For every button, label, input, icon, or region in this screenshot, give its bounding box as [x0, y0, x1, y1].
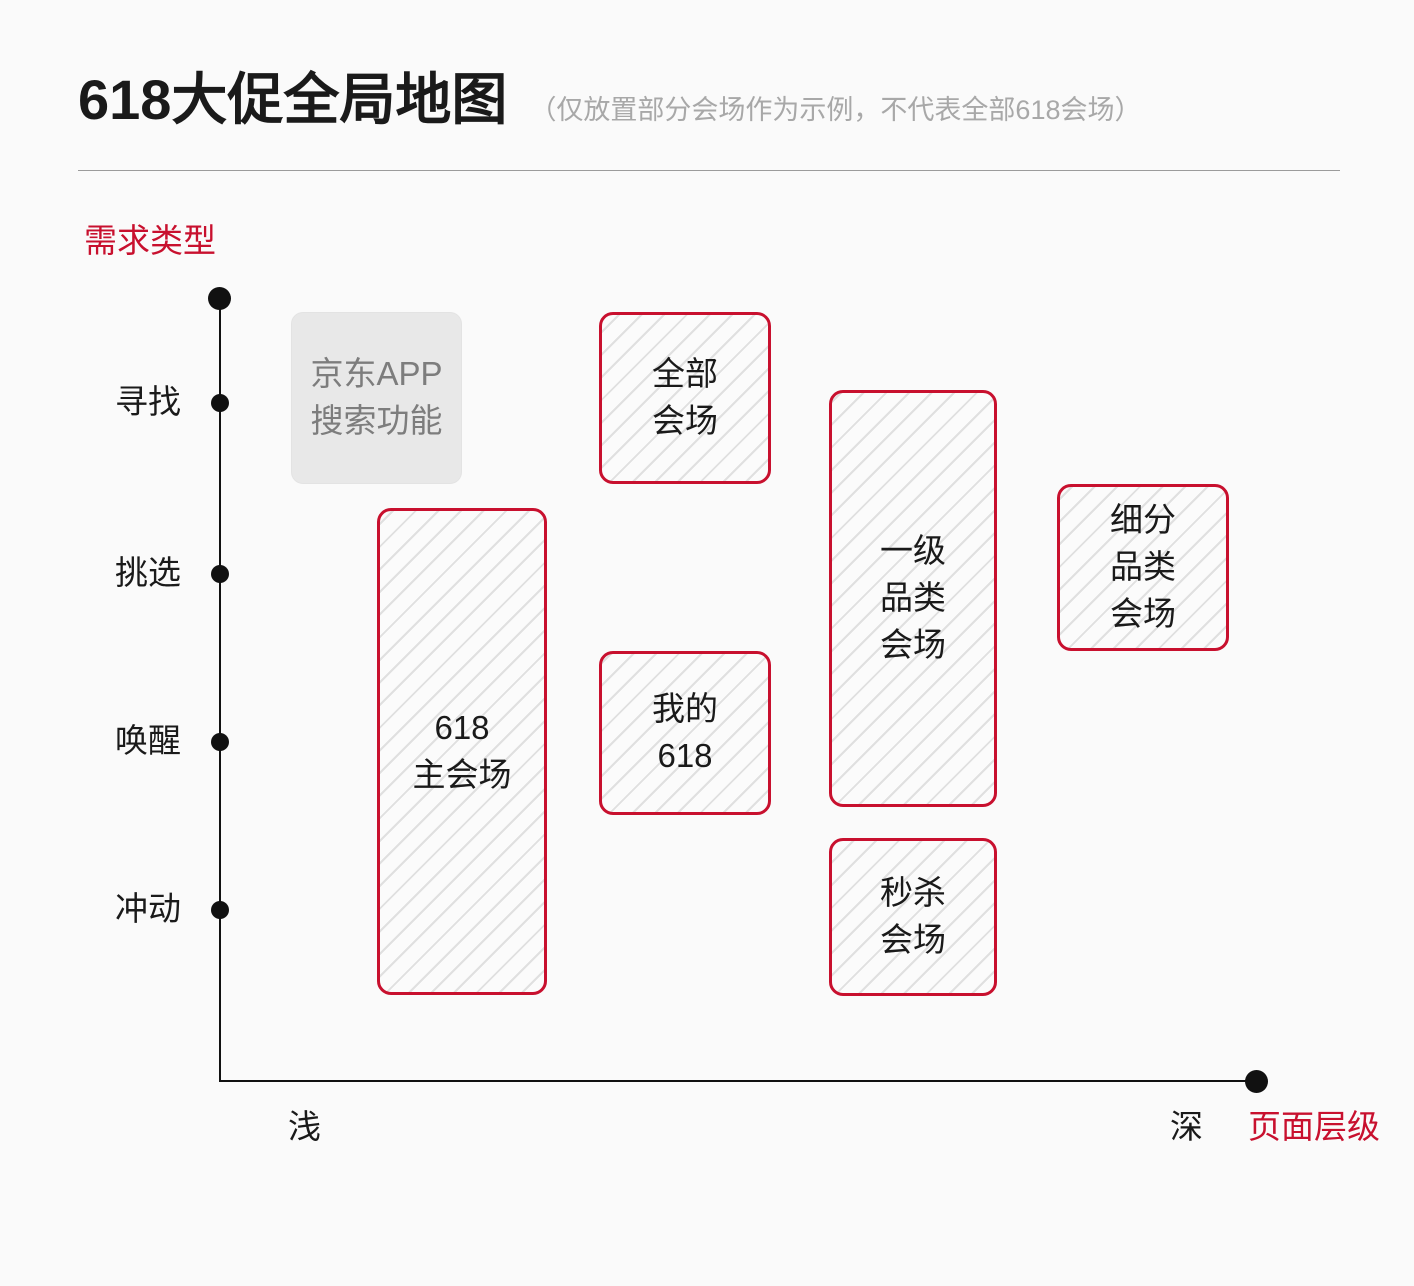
card-my-618-label: 我的 618: [652, 690, 718, 774]
page-subtitle: （仅放置部分会场作为示例，不代表全部618会场）: [529, 95, 1142, 125]
y-axis-line: [219, 298, 221, 1081]
card-first-level-category-venue[interactable]: 一级 品类 会场: [829, 390, 997, 807]
y-tick-dot-xunzhao: [211, 394, 229, 412]
card-618-main-venue-label: 618 主会场: [412, 708, 512, 793]
y-tick-label-huanxing: 唤醒: [115, 722, 181, 759]
x-axis-end-dot: [1245, 1070, 1268, 1093]
card-jd-app-search-label: 京东APP 搜索功能: [310, 355, 443, 439]
y-tick-dot-tiaoxuan: [211, 565, 229, 583]
x-axis-line: [219, 1080, 1257, 1082]
card-my-618[interactable]: 我的 618: [599, 651, 771, 815]
card-flash-sale-venue-label: 秒杀 会场: [880, 874, 946, 958]
card-sub-category-venue-label: 细分 品类 会场: [1110, 501, 1176, 632]
x-tick-label-shallow: 浅: [288, 1108, 321, 1145]
card-flash-sale-venue[interactable]: 秒杀 会场: [829, 838, 997, 996]
y-axis-title: 需求类型: [84, 222, 216, 259]
card-all-venues[interactable]: 全部 会场: [599, 312, 771, 484]
header: 618大促全局地图 （仅放置部分会场作为示例，不代表全部618会场）: [78, 72, 1338, 164]
page-title: 618大促全局地图: [78, 68, 508, 131]
y-tick-label-tiaoxuan: 挑选: [115, 554, 181, 591]
header-divider: [78, 170, 1340, 171]
y-tick-dot-huanxing: [211, 733, 229, 751]
y-axis-end-dot: [208, 287, 231, 310]
y-tick-label-xunzhao: 寻找: [115, 383, 181, 420]
card-sub-category-venue[interactable]: 细分 品类 会场: [1057, 484, 1229, 651]
y-tick-label-chongdong: 冲动: [115, 890, 181, 927]
y-tick-dot-chongdong: [211, 901, 229, 919]
x-tick-label-deep: 深: [1170, 1108, 1203, 1145]
card-jd-app-search[interactable]: 京东APP 搜索功能: [291, 312, 462, 484]
card-all-venues-label: 全部 会场: [652, 355, 718, 439]
card-618-main-venue[interactable]: 618 主会场: [377, 508, 547, 995]
x-axis-title: 页面层级: [1248, 1108, 1380, 1145]
card-first-level-category-venue-label: 一级 品类 会场: [880, 532, 946, 663]
